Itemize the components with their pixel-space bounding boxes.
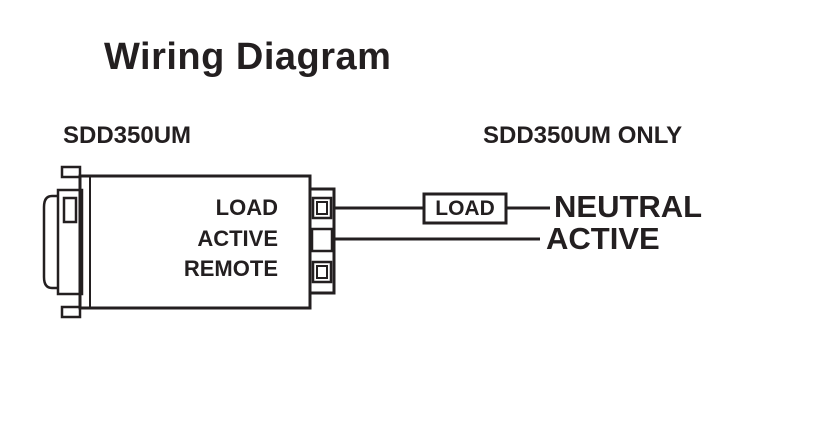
terminal-label-load: LOAD [215, 195, 278, 220]
terminal-remote-square-inner [316, 265, 328, 279]
neutral-wire-label: NEUTRAL [554, 189, 703, 224]
terminal-load-square [311, 196, 333, 220]
device-bottom-tab [60, 305, 82, 319]
model-label-left: SDD350UM [63, 122, 192, 149]
terminal-active-square [310, 227, 334, 253]
terminal-label-active: ACTIVE [197, 226, 278, 251]
terminal-remote-square [311, 260, 333, 284]
active-wire-label: ACTIVE [546, 221, 660, 256]
terminal-label-remote: REMOTE [183, 256, 278, 281]
device-flange [56, 188, 84, 296]
model-label-right: SDD350UM ONLY [483, 122, 683, 149]
device-top-tab [60, 165, 82, 179]
device-knob [42, 194, 58, 290]
terminal-load-square-inner [316, 201, 328, 215]
terminal-block [308, 187, 336, 295]
page-title: Wiring Diagram [104, 36, 392, 78]
load-box-label: LOAD [435, 197, 495, 220]
device-slot [62, 196, 78, 224]
